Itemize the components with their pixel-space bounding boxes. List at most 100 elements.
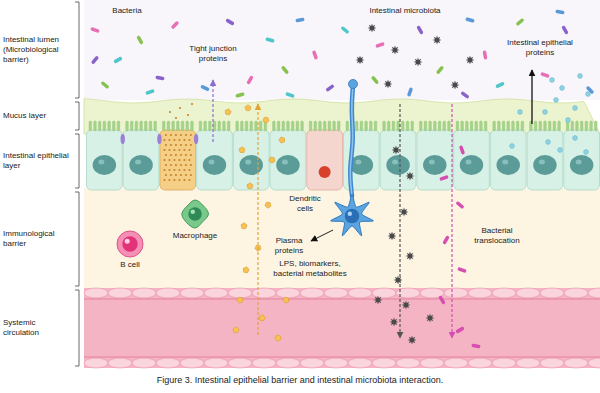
epithelial-cell	[417, 130, 453, 190]
dendritic-icon	[330, 194, 374, 238]
endothelial-cell	[108, 358, 132, 368]
plasma-protein	[278, 137, 285, 144]
cell-highlight	[125, 239, 130, 244]
plasma-protein	[246, 182, 254, 190]
microvillus	[191, 121, 194, 131]
goblet-granule	[175, 117, 177, 119]
endothelial-cell	[276, 358, 300, 368]
microvillus	[516, 121, 519, 131]
microvillus	[287, 121, 290, 131]
epithelial-protein	[586, 92, 591, 97]
endothelial-cell	[84, 358, 108, 368]
microvillus	[370, 121, 373, 131]
nucleus-highlight	[245, 160, 251, 165]
goblet-granule	[165, 174, 167, 176]
goblet-granule	[190, 164, 192, 166]
endothelial-cell	[324, 358, 348, 368]
cell-node: Macrophage	[171, 199, 219, 241]
microvillus	[227, 121, 230, 131]
bacterium	[515, 18, 524, 26]
microvillus	[484, 121, 487, 131]
epithelial-protein	[518, 110, 523, 115]
dendritic-pointer-arrow	[311, 230, 333, 241]
cell-drawing	[331, 194, 374, 236]
microvillus	[167, 121, 170, 131]
epithelial-cell	[233, 130, 269, 190]
endothelial-cell	[348, 358, 372, 368]
bacterium	[295, 17, 304, 22]
nucleus-highlight	[392, 160, 398, 165]
lps-particle	[390, 318, 399, 327]
plasma-protein	[242, 266, 250, 274]
goblet-granule	[175, 154, 177, 156]
microvillus	[199, 121, 202, 131]
goblet-granule	[178, 159, 180, 161]
microvillus	[548, 121, 551, 131]
goblet-granule	[173, 159, 175, 161]
goblet-granule	[188, 169, 190, 171]
layer-band: Intestinal epithelial layer	[0, 132, 600, 190]
immune-ground	[84, 188, 600, 288]
lps-particle	[394, 276, 403, 285]
lps-particle	[402, 301, 411, 310]
endothelial-cell	[276, 288, 300, 298]
goblet-granule	[178, 149, 180, 151]
translocating-bacterium	[439, 175, 449, 181]
goblet-granule	[163, 139, 165, 141]
bacterium	[325, 84, 334, 92]
goblet-granule	[168, 179, 170, 181]
microvillus	[149, 121, 152, 131]
bacterium	[246, 75, 254, 85]
microvillus	[135, 121, 138, 131]
microvillus	[223, 121, 226, 131]
callout-label: Intestinal epithelial proteins	[494, 38, 586, 58]
dendrite-tip	[349, 80, 358, 89]
nucleus-highlight	[576, 160, 582, 165]
dendrite	[350, 86, 353, 196]
tight-junction	[157, 134, 161, 144]
microvillus	[590, 121, 593, 131]
microvillus	[539, 121, 542, 131]
microvillus	[507, 121, 510, 131]
cell-nucleus	[188, 207, 202, 221]
goblet-granule	[170, 144, 172, 146]
epithelial-protein	[573, 106, 578, 111]
microvillus	[98, 121, 101, 131]
microvillus	[309, 121, 312, 131]
epithelial-protein	[546, 140, 551, 145]
microvillus	[424, 121, 427, 131]
epithelial-protein	[578, 74, 583, 79]
microvillus	[186, 121, 189, 131]
epithelial-cell	[454, 130, 490, 190]
bacterium	[100, 81, 109, 89]
microvillus	[585, 121, 588, 131]
endothelial-cell	[204, 358, 228, 368]
cell-nucleus	[570, 155, 593, 175]
microvillus	[355, 121, 358, 131]
epithelial-protein	[558, 148, 563, 153]
microvillus	[245, 121, 248, 131]
endothelial-cell	[180, 358, 204, 368]
goblet-granule	[173, 169, 175, 171]
microvillus	[502, 121, 505, 131]
microvillus	[571, 121, 574, 131]
microvillus	[594, 121, 597, 131]
goblet-granule	[180, 174, 182, 176]
microvillus	[273, 121, 276, 131]
lps-particle	[406, 252, 415, 261]
goblet-granule	[165, 164, 167, 166]
microvillus	[397, 121, 400, 131]
microvillus	[402, 121, 405, 131]
microvillus	[301, 121, 304, 131]
plasma-protein	[262, 116, 270, 124]
microvillus	[392, 121, 395, 131]
endothelial-cell	[492, 288, 516, 298]
endothelial-cell	[564, 358, 588, 368]
plasma-protein	[245, 105, 251, 111]
epithelial-cell	[307, 130, 343, 190]
layer-label: Immunological barrier	[3, 229, 73, 249]
goblet-granule	[191, 103, 193, 105]
microvillus	[250, 121, 253, 131]
vessel-wall	[84, 357, 600, 358]
bacterium	[265, 37, 275, 43]
